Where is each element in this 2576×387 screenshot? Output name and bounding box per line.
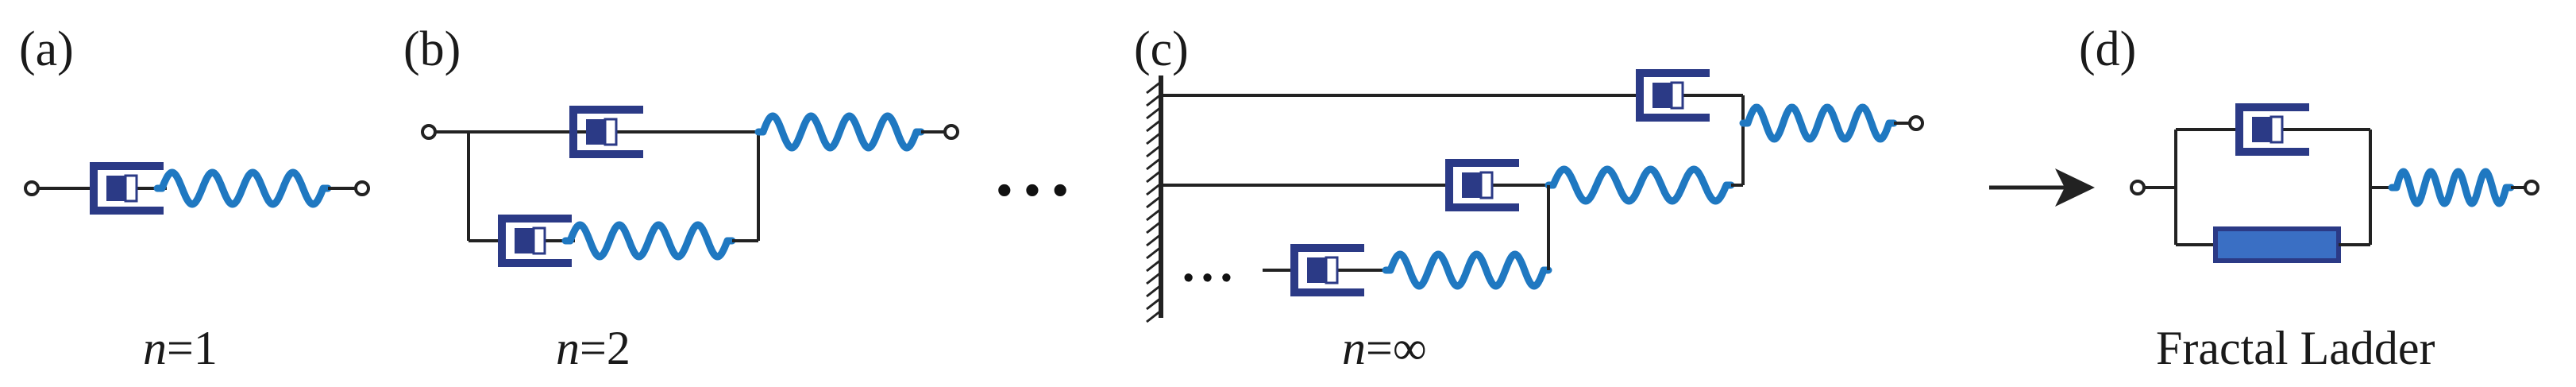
dashpot-piston <box>1652 83 1672 108</box>
dashpot-gap <box>1479 171 1494 199</box>
wall-hatch <box>1146 169 1162 184</box>
terminal-right <box>943 124 959 140</box>
arrow-head <box>2055 168 2095 207</box>
dashpot-gap <box>604 118 618 146</box>
dashpot-cup <box>90 162 164 215</box>
terminal-left <box>2130 180 2146 195</box>
dashpot-cup <box>1445 159 1519 211</box>
wall-hatch <box>1146 93 1162 107</box>
dashpot-icon <box>569 106 646 158</box>
dashpot-gap <box>1670 81 1684 110</box>
terminal-right <box>2524 180 2539 195</box>
dashpot-icon <box>1445 159 1522 211</box>
spring-coil <box>1382 250 1552 290</box>
spring-coil <box>754 112 925 152</box>
panel-label-b: (b) <box>403 22 461 76</box>
dashpot-icon <box>2235 103 2312 156</box>
wall-hatch <box>1146 246 1162 260</box>
panel-label-c: (c) <box>1134 22 1189 76</box>
terminal-right <box>1908 115 1924 131</box>
dashpot-gap <box>1325 256 1339 284</box>
dashpot-piston <box>106 176 125 201</box>
wall-hatch <box>1146 144 1162 158</box>
wall-hatch <box>1146 80 1162 95</box>
dashpot-icon <box>1636 69 1713 122</box>
fractal-element-box <box>2213 226 2341 263</box>
caption-d: Fractal Ladder <box>2156 322 2435 374</box>
dashpot-cup <box>569 106 643 158</box>
panel-label-d: (d) <box>2079 22 2136 76</box>
wall-hatch <box>1146 233 1162 247</box>
spring-icon <box>1544 165 1735 205</box>
spring-icon <box>561 221 736 261</box>
wall-hatch <box>1146 157 1162 171</box>
dashpot-piston <box>1462 172 1481 198</box>
dashpot-cup <box>498 215 572 267</box>
terminal-left <box>24 180 40 196</box>
dashpot-cup <box>1290 244 1364 296</box>
spring-icon <box>1739 103 1898 143</box>
spring-icon <box>153 168 332 208</box>
panels-ellipsis: • • • <box>997 164 1068 215</box>
spring-coil <box>1739 103 1898 143</box>
wall-hatch <box>1146 195 1162 209</box>
dashpot-cup <box>2235 103 2309 156</box>
terminal-left <box>421 124 437 140</box>
caption-b: n=2 <box>556 322 631 374</box>
panel-a-model <box>24 162 370 215</box>
terminal-right <box>354 180 370 196</box>
spring-icon <box>754 112 925 152</box>
wall-hatch <box>1146 131 1162 145</box>
dashpot-piston <box>1307 257 1326 283</box>
arrow-icon <box>1989 168 2095 207</box>
dashpot-cup <box>1636 69 1710 122</box>
inner-ellipsis: • • • <box>1183 261 1232 295</box>
spring-icon <box>1382 250 1552 290</box>
wall-hatch <box>1146 309 1162 323</box>
caption-a: n=1 <box>143 322 218 374</box>
wall-icon <box>1146 75 1163 323</box>
wall-hatch <box>1146 118 1162 133</box>
panel-label-a: (a) <box>19 22 74 76</box>
spring-icon <box>2388 168 2515 207</box>
panel-d-model <box>2130 103 2539 263</box>
dashpot-piston <box>515 228 534 253</box>
spring-coil <box>561 221 736 261</box>
spring-coil <box>153 168 332 208</box>
wall-hatch <box>1146 284 1162 298</box>
dashpot-gap <box>532 226 546 255</box>
spring-coil <box>2388 168 2515 207</box>
panel-c-model <box>1146 69 1924 323</box>
dashpot-gap <box>124 174 138 203</box>
wall-hatch <box>1146 296 1162 311</box>
dashpot-icon <box>90 162 167 215</box>
wall-hatch <box>1146 106 1162 120</box>
dashpot-icon <box>1290 244 1367 296</box>
wall-hatch <box>1146 271 1162 285</box>
wall-hatch <box>1146 220 1162 234</box>
panel-b-model <box>421 106 959 267</box>
fractal-element-icon <box>2213 226 2341 263</box>
wall-hatch <box>1146 207 1162 222</box>
dashpot-piston <box>586 119 605 145</box>
spring-coil <box>1544 165 1735 205</box>
dashpot-gap <box>2269 115 2284 144</box>
wall-hatch <box>1146 182 1162 196</box>
wall-hatch <box>1146 258 1162 273</box>
caption-c: n=∞ <box>1342 322 1427 374</box>
dashpot-piston <box>2252 117 2271 142</box>
